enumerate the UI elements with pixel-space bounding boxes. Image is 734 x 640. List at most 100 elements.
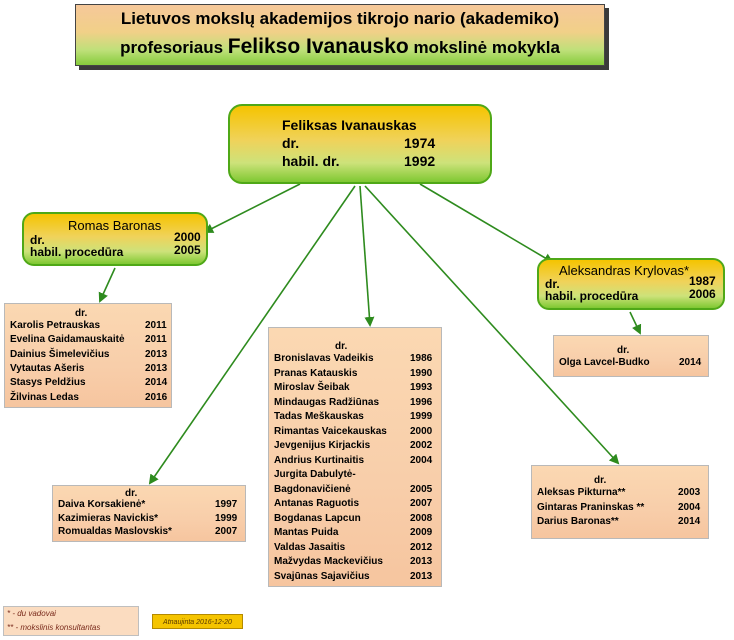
- root-habil-year: 1992: [404, 153, 436, 169]
- baronas-habil-label: habil. procedūra: [30, 245, 124, 259]
- krylovas-dr-label: dr.: [545, 277, 560, 291]
- student-year: 2005: [410, 483, 433, 495]
- student-year: 2013: [410, 570, 433, 582]
- student-year: 2008: [410, 512, 433, 524]
- student-year: 2011: [145, 334, 167, 346]
- student-year: 2003: [678, 487, 701, 498]
- arrow-krylovas-to-list: [629, 311, 642, 335]
- student-name: Andrius Kurtinaitis: [274, 454, 365, 466]
- list-header: dr.: [594, 474, 607, 486]
- student-year: 2013: [145, 348, 168, 360]
- student-name: Darius Baronas**: [537, 516, 619, 527]
- title-line-2: profesoriaus Felikso Ivanausko mokslinė …: [76, 35, 604, 59]
- title-name: Felikso Ivanausko: [227, 35, 409, 58]
- krylovas-habil-label: habil. procedūra: [545, 289, 639, 303]
- arrow-root-to-baronas: [203, 183, 301, 233]
- root-dr-label: dr.: [282, 135, 300, 151]
- student-name: Mažvydas Mackevičius: [274, 556, 383, 567]
- arrow-root-to-right: [364, 185, 620, 465]
- baronas-dr-label: dr.: [30, 233, 45, 247]
- legend: * - du vadovai ** - mokslinis konsultant…: [3, 606, 139, 636]
- student-name: Gintaras Praninskas **: [537, 501, 645, 513]
- student-year: 1993: [410, 382, 433, 393]
- updated-badge: Atnaujinta 2016-12-20: [152, 614, 243, 629]
- legend-line-1: * - du vadovai: [7, 609, 56, 618]
- student-year: 2004: [678, 501, 701, 513]
- student-year: 1997: [215, 499, 238, 510]
- student-year: 1999: [215, 512, 238, 524]
- root-habil-label: habil. dr.: [282, 153, 340, 169]
- student-year: 2004: [410, 454, 433, 466]
- arrow-root-to-krylovas: [419, 183, 554, 264]
- student-name: Žilvinas Ledas: [10, 391, 79, 403]
- student-year: 1996: [410, 396, 433, 408]
- krylovas-habil-year: 2006: [689, 287, 716, 301]
- baronas-dr-year: 2000: [174, 230, 201, 244]
- student-name: Mantas Puida: [274, 527, 339, 538]
- krylovas-dr-year: 1987: [689, 274, 716, 288]
- student-year: 2007: [410, 498, 433, 509]
- student-year: 2016: [145, 391, 168, 403]
- student-name: Bogdanas Lapcun: [274, 512, 361, 524]
- title-banner: Lietuvos mokslų akademijos tikrojo nario…: [75, 4, 605, 66]
- student-year: 1990: [410, 367, 433, 379]
- student-name: Stasys Peldžius: [10, 377, 86, 389]
- baronas-habil-year: 2005: [174, 243, 201, 257]
- student-name: Tadas Meškauskas: [274, 411, 364, 422]
- student-year: 2000: [410, 425, 433, 437]
- student-name: Romualdas Maslovskis*: [58, 526, 172, 537]
- student-year: 2014: [145, 377, 168, 389]
- list-header: dr.: [75, 307, 88, 319]
- student-name: Vytautas Ašeris: [10, 362, 85, 374]
- student-name: Dainius Šimelevičius: [10, 348, 110, 360]
- student-year: 2013: [410, 556, 433, 567]
- title-prefix: profesoriaus: [120, 38, 228, 57]
- student-name: Valdas Jasaitis: [274, 541, 346, 553]
- student-name: Jurgita Dabulytė-: [274, 469, 356, 480]
- student-name: Miroslav Šeibak: [274, 382, 350, 393]
- legend-line-2: ** - mokslinis konsultantas: [7, 623, 101, 632]
- arrow-root-to-left: [148, 185, 356, 485]
- list-header: dr.: [617, 345, 630, 356]
- student-year: 2014: [679, 357, 702, 368]
- node-baronas: Romas Baronas dr. 2000 habil. procedūra …: [22, 212, 208, 266]
- student-name: Bagdonavičienė: [274, 483, 351, 495]
- student-name: Jevgenijus Kirjackis: [274, 440, 371, 451]
- baronas-name: Romas Baronas: [68, 218, 162, 233]
- arrow-root-to-center: [359, 185, 375, 327]
- student-year: 2014: [678, 516, 701, 527]
- student-name: Pranas Katauskis: [274, 367, 358, 379]
- student-year: 1999: [410, 411, 433, 422]
- student-name: Daiva Korsakienė*: [58, 499, 146, 510]
- student-year: 2007: [215, 526, 238, 537]
- student-year: 2013: [145, 362, 168, 374]
- student-name: Antanas Raguotis: [274, 498, 360, 509]
- student-year: 2009: [410, 527, 433, 538]
- student-year: 2011: [145, 320, 167, 331]
- student-name: Kazimieras Navickis*: [58, 512, 159, 524]
- list-header: dr.: [125, 487, 138, 499]
- student-name: Karolis Petrauskas: [10, 320, 101, 331]
- student-name: Rimantas Vaicekauskas: [274, 425, 387, 437]
- student-name: Evelina Gaidamauskaitė: [10, 334, 125, 346]
- title-line-1: Lietuvos mokslų akademijos tikrojo nario…: [120, 9, 560, 28]
- root-name: Feliksas Ivanauskas: [282, 117, 417, 133]
- root-node-ivanauskas: Feliksas Ivanauskas dr. 1974 habil. dr. …: [228, 104, 492, 184]
- list-header: dr.: [335, 340, 348, 352]
- krylovas-name: Aleksandras Krylovas*: [559, 263, 690, 278]
- node-krylovas: Aleksandras Krylovas* dr. 1987 habil. pr…: [537, 258, 725, 310]
- student-name: Mindaugas Radžiūnas: [274, 396, 380, 408]
- root-dr-year: 1974: [404, 135, 436, 151]
- student-name: Aleksas Pikturna**: [537, 487, 626, 498]
- title-suffix: mokslinė mokykla: [408, 38, 560, 57]
- student-year: 1986: [410, 353, 433, 364]
- student-name: Bronislavas Vadeikis: [274, 353, 374, 364]
- student-name: Svajūnas Sajavičius: [274, 570, 370, 582]
- arrow-baronas-to-list: [98, 267, 116, 303]
- student-year: 2002: [410, 440, 433, 451]
